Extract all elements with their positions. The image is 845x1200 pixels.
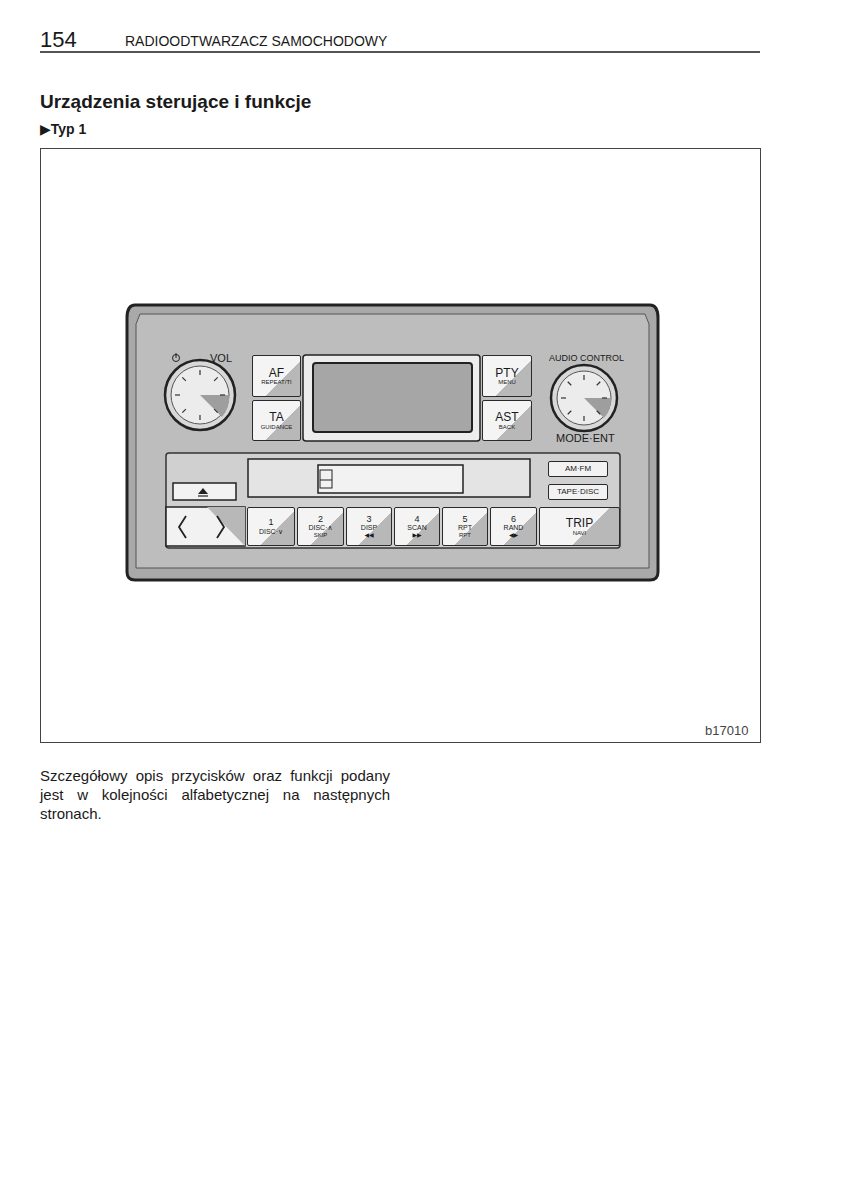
radio-button: TAPE·DISC — [548, 484, 608, 500]
knob-tick — [199, 370, 200, 375]
knob-tick — [220, 394, 225, 395]
knob-tick — [175, 394, 180, 395]
knob-tick — [182, 409, 186, 413]
display-frame — [303, 355, 480, 441]
button-text: AST — [495, 411, 518, 424]
knob-tick — [568, 382, 572, 386]
type-label: ▶Typ 1 — [40, 121, 86, 137]
eject-button — [173, 483, 236, 500]
button-text: TAPE·DISC — [557, 488, 599, 496]
button-text: 6 — [511, 515, 516, 524]
button-text: NAVI — [573, 530, 587, 536]
knob-label: AUDIO CONTROL — [549, 353, 624, 363]
knob-tick — [199, 415, 200, 420]
button-text: TA — [269, 411, 283, 424]
volume-knob — [165, 360, 235, 430]
knob-tick — [568, 411, 572, 415]
lower-panel — [166, 453, 620, 548]
button-text: 5 — [462, 515, 467, 524]
radio-button: 4SCAN▶▶ — [394, 507, 440, 546]
button-text: 3 — [366, 515, 371, 524]
button-text: SKIP — [314, 532, 328, 538]
page-number: 154 — [40, 27, 77, 53]
radio-face — [136, 314, 649, 568]
knob-tick — [597, 382, 601, 386]
radio-housing — [127, 305, 658, 580]
radio-button: AFREPEAT/TI — [252, 355, 301, 397]
knob-label: VOL — [210, 352, 232, 364]
button-text: DISP — [361, 524, 377, 531]
radio-button: 6RAND◀▶ — [490, 507, 537, 546]
button-text: TRIP — [566, 517, 593, 530]
audio-control-knob — [551, 365, 617, 431]
button-text: ▶▶ — [412, 532, 421, 538]
knob-tick — [583, 416, 584, 421]
button-text: DISC·∨ — [259, 528, 283, 535]
page-title: Urządzenia sterujące i funkcje — [40, 91, 311, 113]
button-text: PTY — [495, 367, 518, 380]
header-rule — [40, 51, 760, 53]
knob-tick — [214, 377, 218, 381]
button-text: SCAN — [407, 524, 426, 531]
button-text: ◀▶ — [509, 532, 518, 538]
button-text: DISC·∧ — [308, 524, 332, 531]
radio-button: TRIPNAVI — [539, 507, 620, 546]
knob-tick — [583, 375, 584, 380]
eject-symbol — [198, 488, 208, 494]
seek-up-arrow — [217, 516, 224, 538]
radio-button: 1DISC·∨ — [247, 507, 295, 546]
radio-button: PTYMENU — [482, 355, 532, 397]
figure-frame — [41, 149, 761, 743]
button-text: 4 — [414, 515, 419, 524]
button-text: ◀◀ — [364, 532, 373, 538]
knob-tick — [182, 377, 186, 381]
section-header: RADIOODTWARZACZ SAMOCHODOWY — [125, 33, 387, 49]
button-text: AM·FM — [565, 465, 591, 473]
button-text: BACK — [499, 424, 515, 430]
button-text: GUIDANCE — [261, 424, 293, 430]
knob-label: MODE·ENT — [556, 432, 615, 444]
cassette-slot — [248, 459, 530, 497]
button-text: RPT — [459, 532, 471, 538]
seek-button — [166, 507, 245, 546]
figure-code: b17010 — [705, 723, 748, 738]
knob-tick — [602, 397, 607, 398]
button-text: REPEAT/TI — [261, 379, 292, 385]
button-text: AF — [269, 367, 284, 380]
seek-down-arrow — [179, 516, 186, 538]
radio-button: 5RPTRPT — [442, 507, 488, 546]
caption-text: Szczegółowy opis przycisków oraz funkcji… — [40, 766, 390, 823]
radio-button: ASTBACK — [482, 400, 532, 441]
radio-button: 2DISC·∧SKIP — [297, 507, 344, 546]
button-text: MENU — [498, 379, 516, 385]
radio-button: AM·FM — [548, 461, 608, 477]
button-text: 1 — [268, 518, 273, 527]
knob-tick — [214, 409, 218, 413]
knob-tick — [561, 397, 566, 398]
knob-tick — [597, 411, 601, 415]
button-text: RPT — [458, 524, 472, 531]
radio-button: TAGUIDANCE — [252, 400, 301, 441]
radio-button: 3DISP◀◀ — [346, 507, 392, 546]
button-text: 2 — [318, 515, 323, 524]
button-text: RAND — [504, 524, 524, 531]
display-screen — [313, 363, 472, 432]
